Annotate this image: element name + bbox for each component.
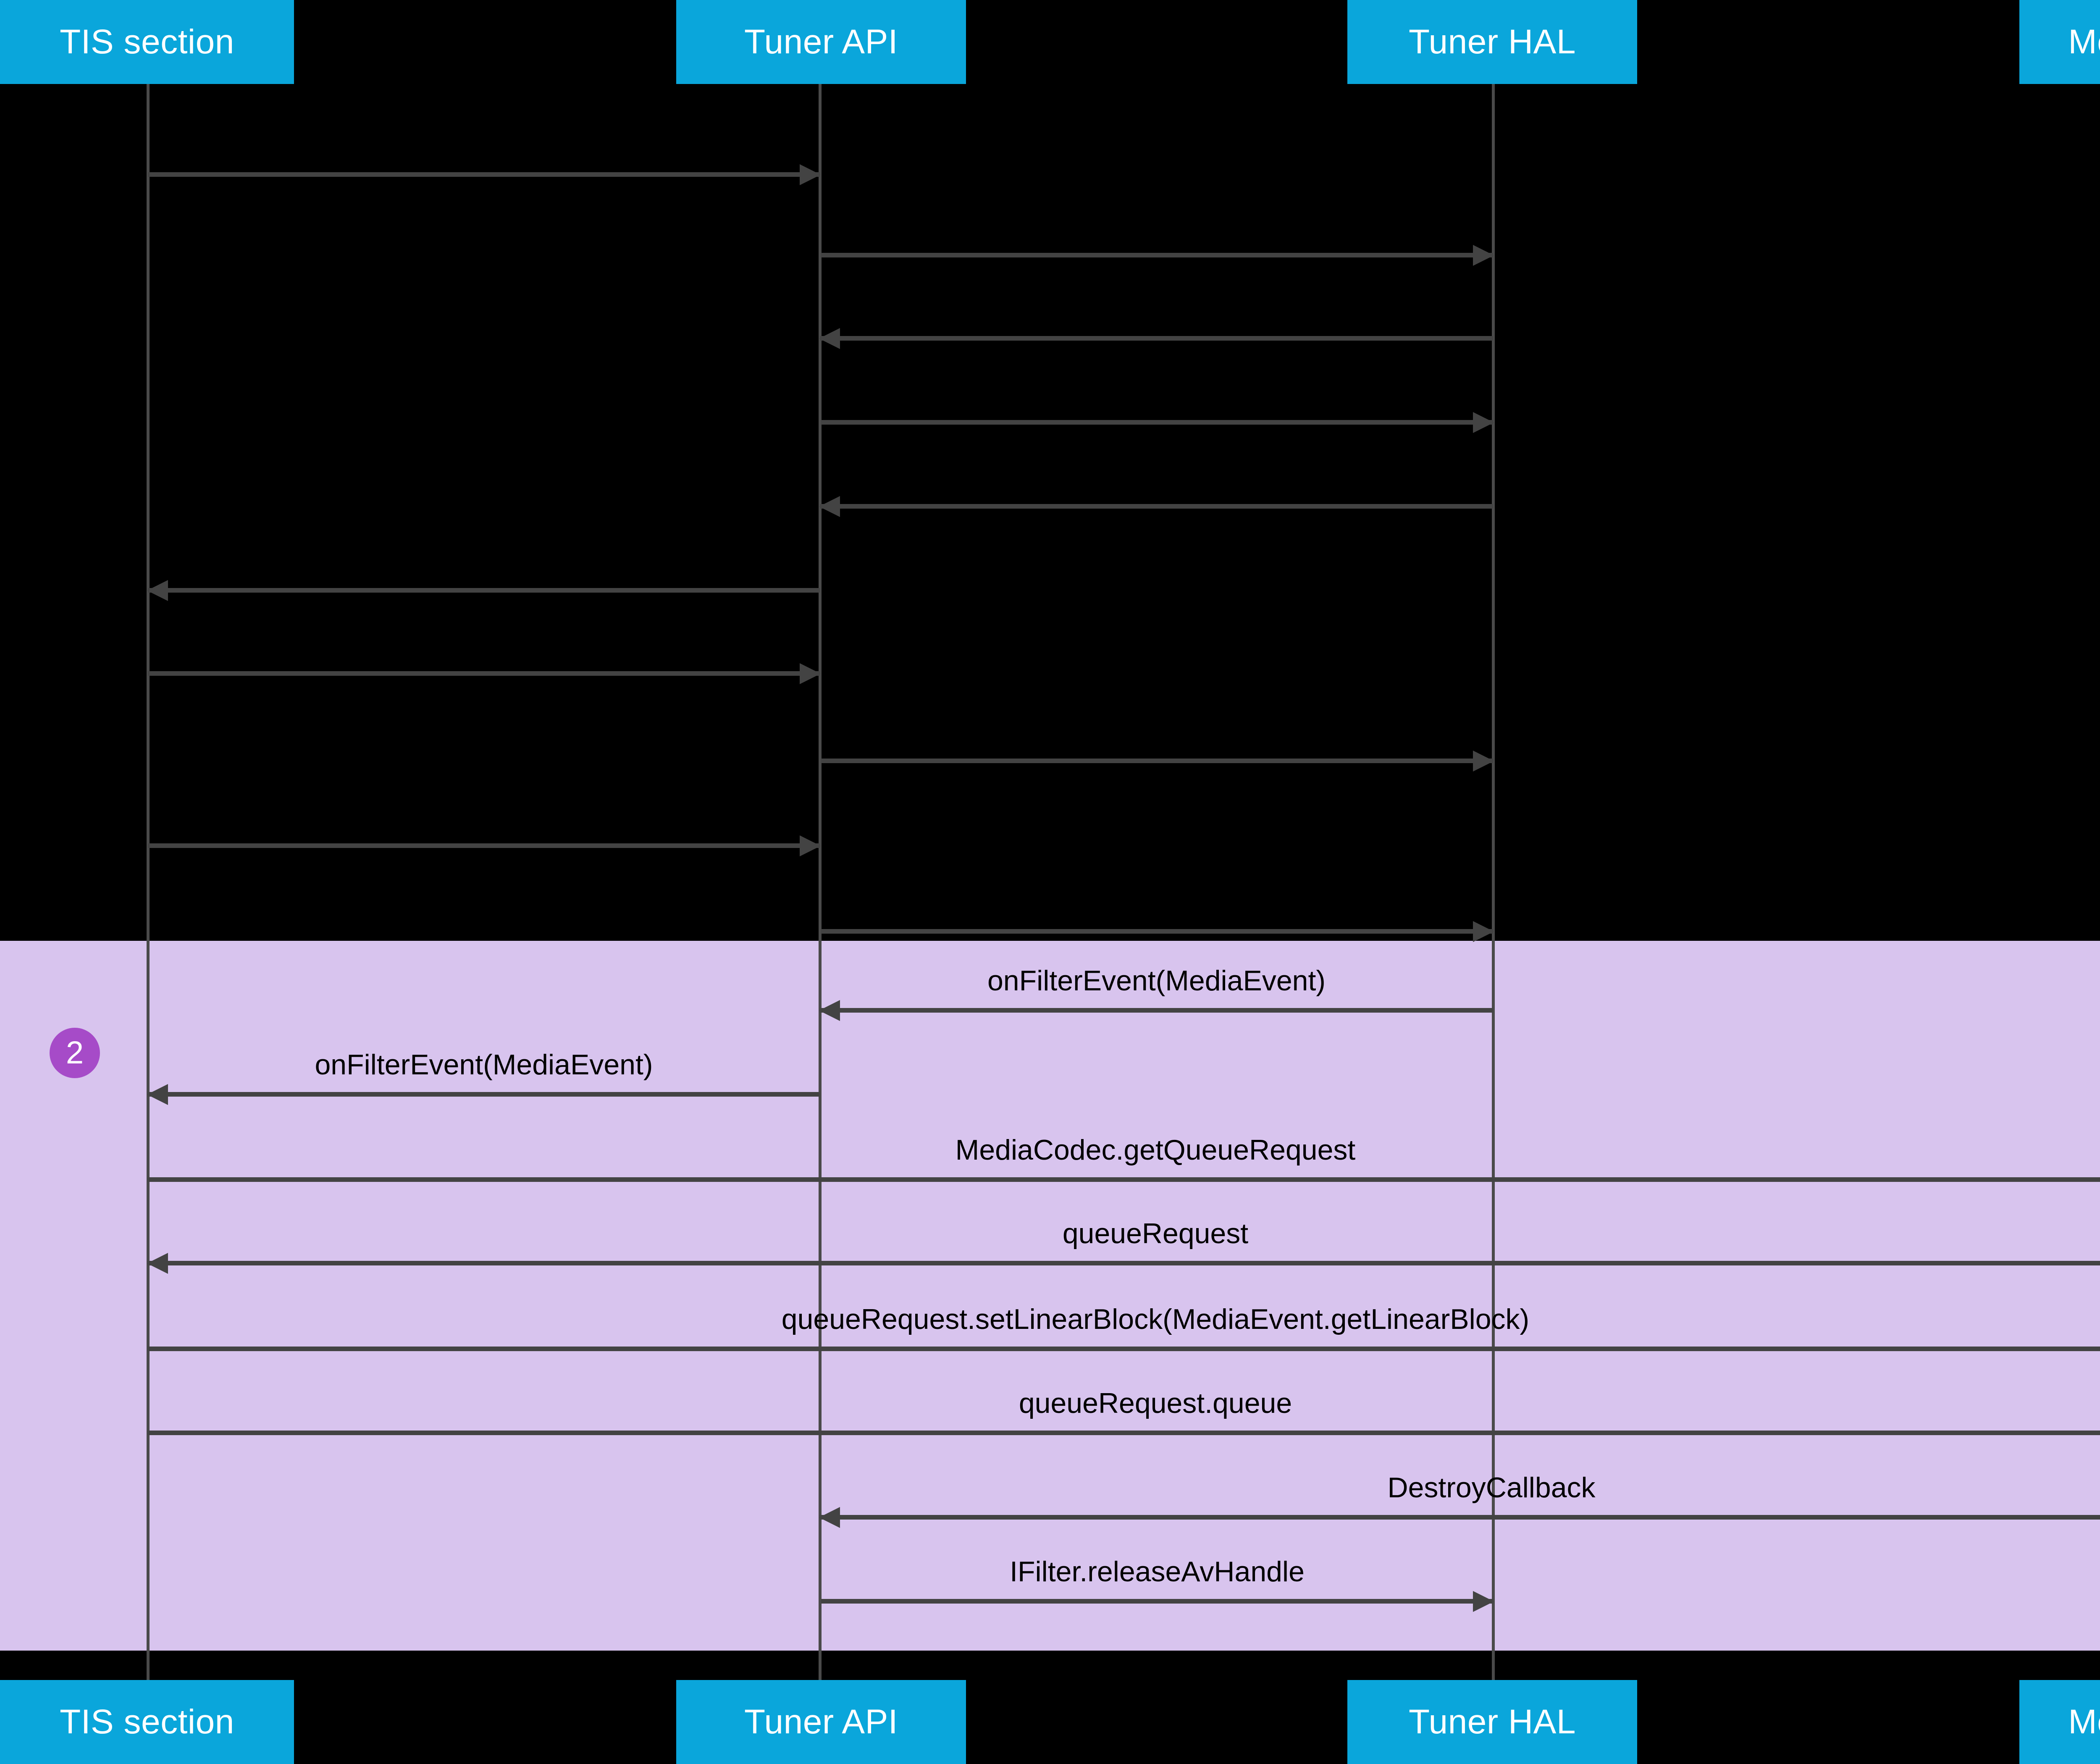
participant-footer-mediacodec[interactable]: MediaCodec	[2019, 1680, 2100, 1764]
message-arrowhead	[819, 496, 840, 517]
message-label: DestroyCallback	[1387, 1472, 1596, 1504]
message-arrowhead	[1473, 412, 1494, 433]
message-line	[821, 253, 1493, 257]
message-label: queueRequest.queue	[1018, 1387, 1292, 1419]
message-arrowhead	[819, 1000, 840, 1021]
message-label: onFilterEvent(MediaEvent)	[987, 965, 1326, 997]
participant-footer-tuner-hal[interactable]: Tuner HAL	[1347, 1680, 1637, 1764]
message-line	[820, 1515, 2100, 1520]
message-label: onFilterEvent(MediaEvent)	[315, 1049, 653, 1081]
message-line	[148, 1347, 2100, 1351]
message-arrowhead	[147, 1253, 168, 1274]
message-arrowhead	[147, 1084, 168, 1105]
message-label: queueRequest.setLinearBlock(MediaEvent.g…	[781, 1303, 1530, 1335]
participant-header-mediacodec[interactable]: MediaCodec	[2019, 0, 2100, 84]
message-line	[148, 843, 820, 848]
message-label: queueRequest	[1062, 1218, 1249, 1250]
step-number-badge: 2	[50, 1028, 100, 1078]
message-arrowhead	[800, 164, 821, 185]
participant-header-tuner-hal-label: Tuner HAL	[1409, 23, 1576, 61]
message-arrowhead	[819, 328, 840, 349]
participant-header-tis-section[interactable]: TIS section	[0, 0, 294, 84]
lifeline-tuner-hal	[1492, 84, 1495, 1680]
message-arrowhead	[1473, 1591, 1494, 1612]
lifeline-tuner-api	[819, 84, 822, 1680]
message-line	[820, 504, 1493, 509]
message-arrowhead	[819, 1507, 840, 1528]
message-line	[821, 929, 1493, 934]
message-line	[821, 759, 1493, 763]
message-line	[148, 172, 820, 177]
participant-footer-tuner-api[interactable]: Tuner API	[676, 1680, 966, 1764]
participant-header-tuner-hal[interactable]: Tuner HAL	[1347, 0, 1637, 84]
participant-footer-mediacodec-label: MediaCodec	[2068, 1703, 2100, 1741]
participant-footer-tis-section[interactable]: TIS section	[0, 1680, 294, 1764]
participant-header-tis-section-label: TIS section	[60, 23, 234, 61]
message-line	[148, 1261, 2100, 1265]
message-line	[148, 671, 820, 676]
message-line	[148, 1431, 2100, 1435]
participant-header-tuner-api-label: Tuner API	[744, 23, 898, 61]
participant-footer-tuner-hal-label: Tuner HAL	[1409, 1703, 1576, 1741]
step-number-badge-label: 2	[66, 1035, 84, 1071]
message-line	[148, 588, 820, 593]
participant-header-tuner-api[interactable]: Tuner API	[676, 0, 966, 84]
message-line	[148, 1092, 820, 1097]
message-line	[148, 1177, 2100, 1182]
message-arrowhead	[1473, 751, 1494, 772]
message-line	[820, 336, 1493, 341]
message-label: MediaCodec.getQueueRequest	[955, 1134, 1356, 1166]
message-arrowhead	[1473, 245, 1494, 266]
message-line	[821, 420, 1493, 425]
message-arrowhead	[147, 580, 168, 601]
message-label: IFilter.releaseAvHandle	[1010, 1556, 1305, 1588]
message-arrowhead	[1473, 921, 1494, 942]
participant-footer-tis-section-label: TIS section	[60, 1703, 234, 1741]
highlighted-fragment-step-2	[0, 941, 2100, 1651]
message-line	[820, 1008, 1493, 1013]
message-arrowhead	[800, 663, 821, 684]
message-arrowhead	[800, 835, 821, 856]
message-line	[821, 1599, 1493, 1604]
participant-footer-tuner-api-label: Tuner API	[744, 1703, 898, 1741]
participant-header-mediacodec-label: MediaCodec	[2068, 23, 2100, 61]
lifeline-tis-section	[147, 84, 150, 1680]
